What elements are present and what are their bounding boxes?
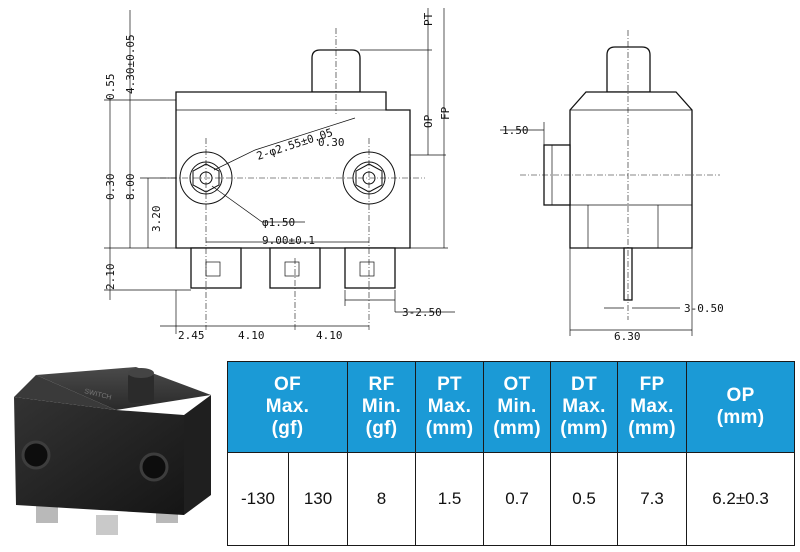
- cell-of-min: -130: [227, 452, 289, 546]
- header-fp: FP Max. (mm): [617, 361, 688, 453]
- dim-8-00-label: 8.00: [124, 174, 137, 201]
- pitch-4-10-b-label: 4.10: [316, 329, 343, 342]
- dim-3-20-label: 3.20: [150, 206, 163, 233]
- cell-of-max: 130: [287, 452, 349, 546]
- cell-dt: 0.5: [550, 452, 619, 546]
- hole-offset-label: 0.30: [318, 136, 345, 149]
- terminal-width-label: 3-2.50: [402, 306, 442, 319]
- dim-0-30-label: 0.30: [104, 174, 117, 201]
- end-view: 1.50 3-0.50 6.30: [500, 30, 724, 343]
- spec-table: OF Max. (gf) RF Min. (gf) PT Max. (mm) O…: [226, 361, 796, 546]
- cell-fp: 7.3: [617, 452, 688, 546]
- pitch-4-10-a-label: 4.10: [238, 329, 265, 342]
- technical-drawing: 9.00±0.1 2-φ2.55±0.05 0.30 φ1.50 0.55 4.…: [104, 8, 724, 343]
- table-row: -130 130 8 1.5 0.7 0.5 7.3 6.2±0.3: [227, 452, 796, 546]
- dim-3-0-50-label: 3-0.50: [684, 302, 724, 315]
- header-of: OF Max. (gf): [226, 361, 349, 453]
- header-op: OP (mm): [686, 361, 796, 453]
- header-pt: PT Max. (mm): [415, 361, 485, 453]
- cell-op: 6.2±0.3: [686, 452, 796, 546]
- pitch-2-45-label: 2.45: [178, 329, 205, 342]
- cell-pt: 1.5: [415, 452, 485, 546]
- cell-ot: 0.7: [483, 452, 552, 546]
- dim-2-10-label: 2.10: [104, 264, 117, 291]
- cell-rf: 8: [347, 452, 417, 546]
- op-label: OP: [422, 114, 435, 128]
- header-dt: DT Max. (mm): [550, 361, 619, 453]
- header-rf: RF Min. (gf): [347, 361, 417, 453]
- header-ot: OT Min. (mm): [483, 361, 552, 453]
- pt-label: PT: [422, 12, 435, 26]
- side-view: 9.00±0.1 2-φ2.55±0.05 0.30 φ1.50 0.55 4.…: [104, 8, 455, 342]
- spec-table-header-row: OF Max. (gf) RF Min. (gf) PT Max. (mm) O…: [226, 361, 796, 453]
- micro-switch-photo-icon: SWITCH: [14, 367, 211, 535]
- hole-pitch-label: 9.00±0.1: [262, 234, 315, 247]
- dim-1-50-label: 1.50: [502, 124, 529, 137]
- fp-label: FP: [439, 106, 452, 120]
- dim-4-30-label: 4.30±0.05: [124, 34, 137, 94]
- pin-diameter-label: φ1.50: [262, 216, 295, 229]
- dim-0-55-label: 0.55: [104, 74, 117, 101]
- dim-6-30-label: 6.30: [614, 330, 641, 343]
